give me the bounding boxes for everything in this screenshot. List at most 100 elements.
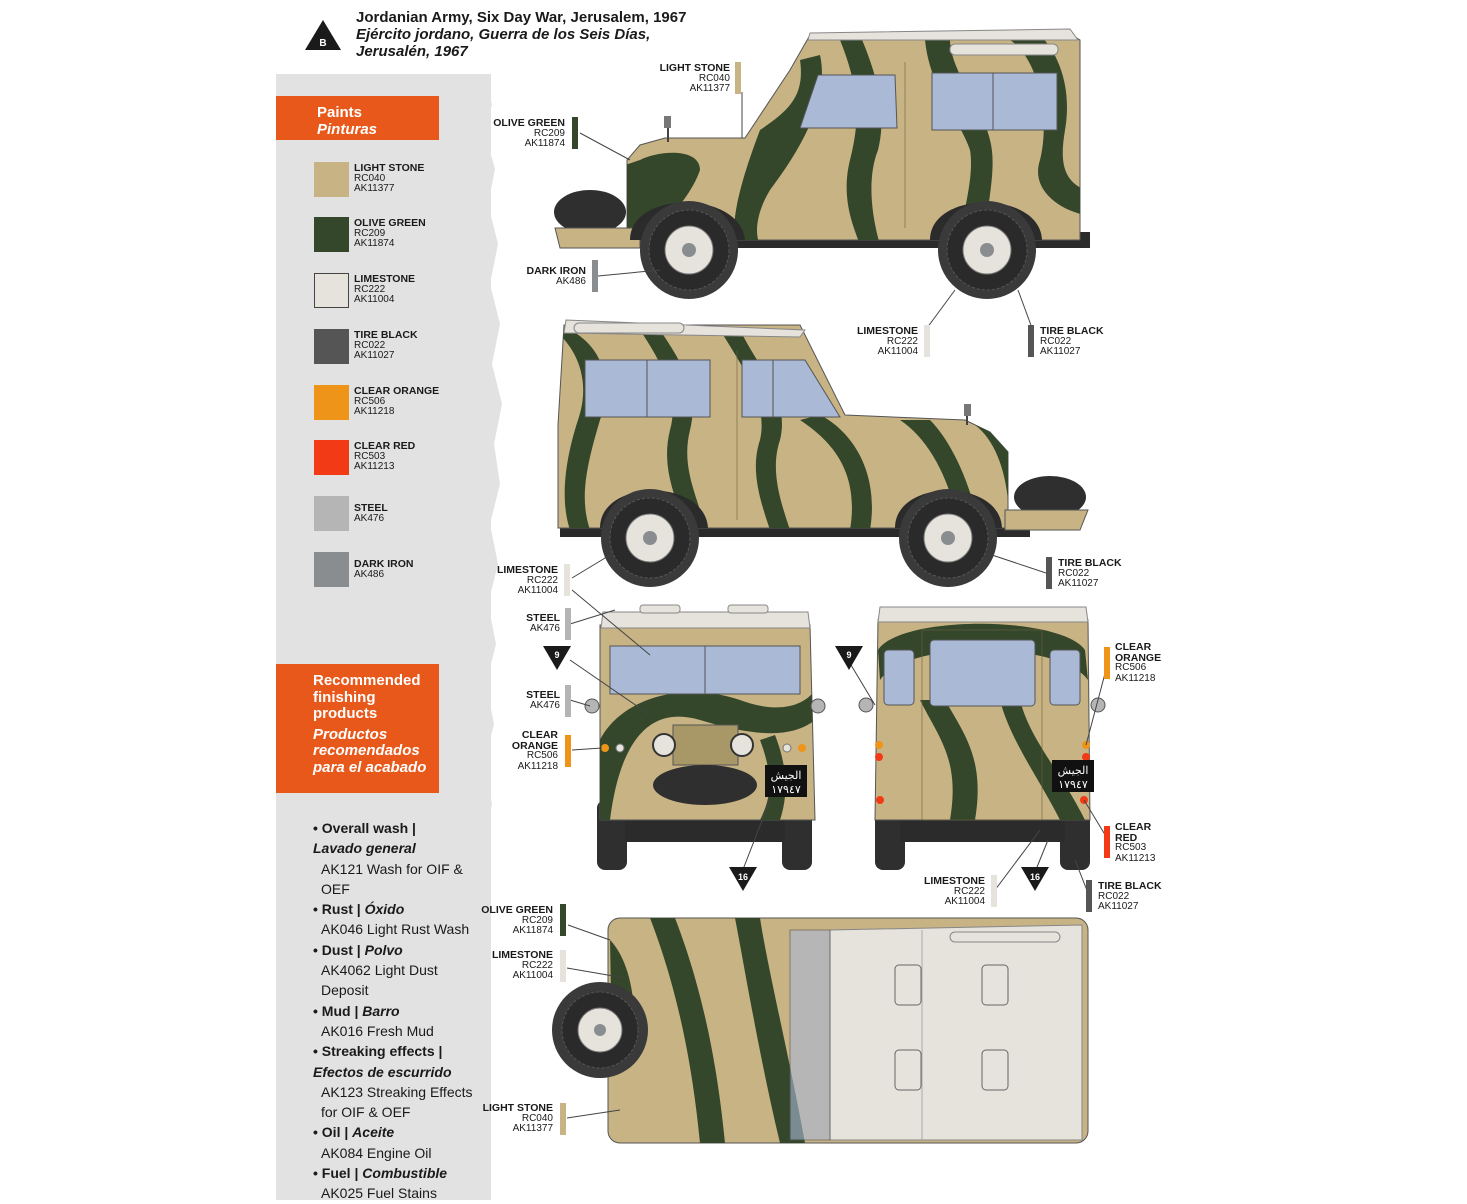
rear-view-roof bbox=[877, 606, 1089, 623]
scheme-marker-triangle: B bbox=[305, 20, 341, 50]
finishing-product: AK084 Engine Oil bbox=[321, 1144, 432, 1161]
front-view-grille bbox=[672, 724, 739, 766]
front-view-roof bbox=[600, 611, 811, 629]
finishing-header-es-1: Productos bbox=[313, 725, 388, 743]
finishing-product: for OIF & OEF bbox=[321, 1104, 411, 1121]
paints-header-es: Pinturas bbox=[317, 121, 378, 138]
callout-bar-steel-mirror bbox=[565, 685, 571, 717]
rear-view-left-tail-light bbox=[875, 753, 883, 761]
callout-bar-limestone-rear bbox=[991, 875, 997, 907]
finishing-category: • Rust | Óxido bbox=[313, 901, 405, 918]
finishing-header-es-2: recomendados bbox=[313, 742, 420, 759]
paint-swatch-dark-iron bbox=[314, 552, 349, 587]
rear-view-left-window bbox=[883, 649, 915, 706]
finishing-category-es: Lavado general bbox=[313, 840, 416, 857]
callout-bar-clear-orange-front bbox=[565, 735, 571, 767]
front-view-spare-wheel bbox=[653, 765, 757, 805]
rear-view: الجيش ١٧٩٤٧ bbox=[858, 606, 1106, 870]
side-view-left bbox=[554, 28, 1090, 299]
finishing-product: AK4062 Light Dust Deposit bbox=[321, 962, 438, 999]
rear-view-left-indicator bbox=[875, 741, 883, 749]
side-view-right-front-wheel bbox=[899, 489, 997, 587]
front-plate-line-2: ١٧٩٤٧ bbox=[771, 784, 801, 796]
finishing-product: AK025 Fuel Stains bbox=[321, 1185, 437, 1202]
finishing-category: • Overall wash | bbox=[313, 820, 416, 836]
callout-bar-clear-red bbox=[1104, 826, 1110, 858]
finishing-header-en-3: products bbox=[313, 705, 378, 722]
finishing-product: AK123 Streaking Effects bbox=[321, 1083, 473, 1100]
scheme-title-es-1: Ejército jordano, Guerra de los Seis Día… bbox=[356, 26, 651, 43]
decal-marker-9-front: 9 bbox=[543, 646, 571, 670]
side-view-left-roof bbox=[807, 28, 1079, 41]
side-view-right-spare-wheel bbox=[1014, 476, 1086, 518]
front-view-left-headlight bbox=[652, 733, 676, 757]
finishing-header: Recommended finishing products Productos… bbox=[276, 664, 439, 793]
leader-lines bbox=[566, 92, 1108, 1119]
callout-bar-olive-green-side bbox=[572, 117, 578, 149]
callout-bar-dark-iron bbox=[592, 260, 598, 292]
callout-bar-olive-green-top bbox=[560, 904, 566, 936]
top-view-windscreen bbox=[789, 929, 831, 1141]
finishing-product: AK121 Wash for OIF & OEF bbox=[321, 860, 463, 897]
side-view-right-mirror bbox=[964, 404, 971, 416]
rear-view-right-tail-light bbox=[1082, 753, 1090, 761]
paint-swatch-clear-orange bbox=[314, 385, 349, 420]
paint-swatch-limestone bbox=[314, 273, 349, 308]
svg-text:9: 9 bbox=[846, 650, 851, 660]
finishing-category: • Mud | Barro bbox=[313, 1002, 400, 1019]
front-view-left-indicator bbox=[601, 744, 609, 752]
front-view-number-plate bbox=[765, 765, 807, 797]
callout-bar-light-stone-top bbox=[735, 62, 741, 94]
callout-bar-light-stone-bottom bbox=[560, 1103, 566, 1135]
paint-swatch-clear-red bbox=[314, 440, 349, 475]
scheme-title-en: Jordanian Army, Six Day War, Jerusalem, … bbox=[356, 9, 687, 26]
finishing-category: • Fuel | Combustible bbox=[313, 1165, 448, 1182]
finishing-header-en-1: Recommended bbox=[313, 672, 421, 689]
callout-bar-tire-black-right-side bbox=[1046, 557, 1052, 589]
paints-header: Paints Pinturas bbox=[276, 96, 439, 140]
rear-plate-line-2: ١٧٩٤٧ bbox=[1058, 779, 1088, 791]
rear-view-number-plate bbox=[1052, 760, 1094, 792]
finishing-category-es: Efectos de escurrido bbox=[313, 1063, 452, 1080]
side-view-left-mirror bbox=[664, 116, 671, 128]
finishing-category: • Oil | Aceite bbox=[313, 1124, 395, 1141]
front-view: الجيش ١٧٩٤٧ bbox=[584, 604, 826, 870]
front-view-left-mirror bbox=[584, 698, 600, 714]
decal-marker-16-front: 16 bbox=[729, 867, 757, 891]
finishing-category: • Dust | Polvo bbox=[313, 941, 403, 958]
decal-marker-16-rear: 16 bbox=[1021, 867, 1049, 891]
top-view-roof bbox=[829, 924, 1083, 1141]
decal-marker-9-rear: 9 bbox=[835, 646, 863, 670]
front-view-right-mirror bbox=[810, 698, 826, 714]
side-view-left-spare-wheel bbox=[554, 190, 626, 234]
callout-bar-steel-roof bbox=[565, 608, 571, 640]
front-plate-line-1: الجيش bbox=[771, 770, 802, 782]
side-view-right-rear-wheel bbox=[601, 489, 699, 587]
paint-swatch-olive-green bbox=[314, 217, 349, 252]
finishing-header-en-2: finishing bbox=[313, 688, 376, 706]
svg-text:9: 9 bbox=[554, 650, 559, 660]
scheme-title: Jordanian Army, Six Day War, Jerusalem, … bbox=[356, 9, 686, 60]
paint-swatch-light-stone bbox=[314, 162, 349, 197]
